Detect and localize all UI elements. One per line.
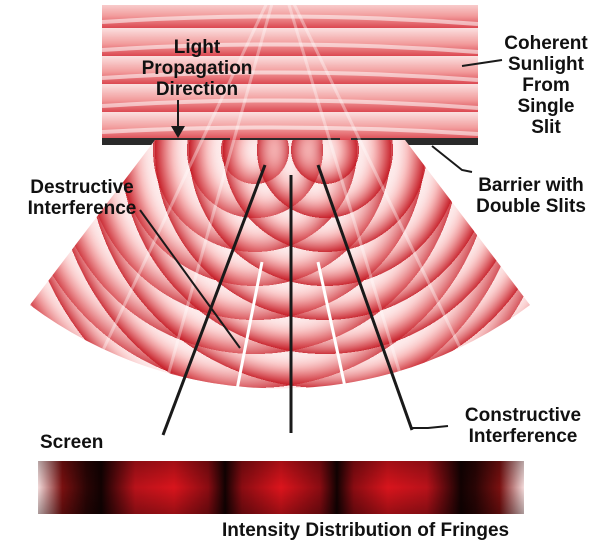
screen-label: Screen <box>40 432 103 453</box>
sunlight-label: Coherent Sunlight From Single Slit <box>492 33 600 138</box>
sunlight-label-line3: From <box>492 75 600 96</box>
sunlight-label-line2: Sunlight <box>492 54 600 75</box>
sunlight-label-line4: Single <box>492 96 600 117</box>
fringe-pattern <box>38 461 524 514</box>
destructive-label-line1: Destructive <box>4 177 160 198</box>
sunlight-label-line1: Coherent <box>492 33 600 54</box>
destructive-label: Destructive Interference <box>4 177 160 219</box>
sunlight-label-line5: Slit <box>492 117 600 138</box>
barrier-label-line1: Barrier with <box>462 175 600 196</box>
constructive-label-line2: Interference <box>446 426 600 447</box>
barrier-label-line2: Double Slits <box>462 196 600 217</box>
propagation-label-line2: Propagation <box>126 58 268 79</box>
constructive-label: Constructive Interference <box>446 405 600 447</box>
propagation-label-line1: Light <box>126 37 268 58</box>
barrier-label: Barrier with Double Slits <box>462 175 600 217</box>
propagation-label: Light Propagation Direction <box>126 37 268 100</box>
constructive-label-line1: Constructive <box>446 405 600 426</box>
destructive-label-line2: Interference <box>4 198 160 219</box>
propagation-label-line3: Direction <box>126 79 268 100</box>
fringes-caption: Intensity Distribution of Fringes <box>222 520 509 541</box>
